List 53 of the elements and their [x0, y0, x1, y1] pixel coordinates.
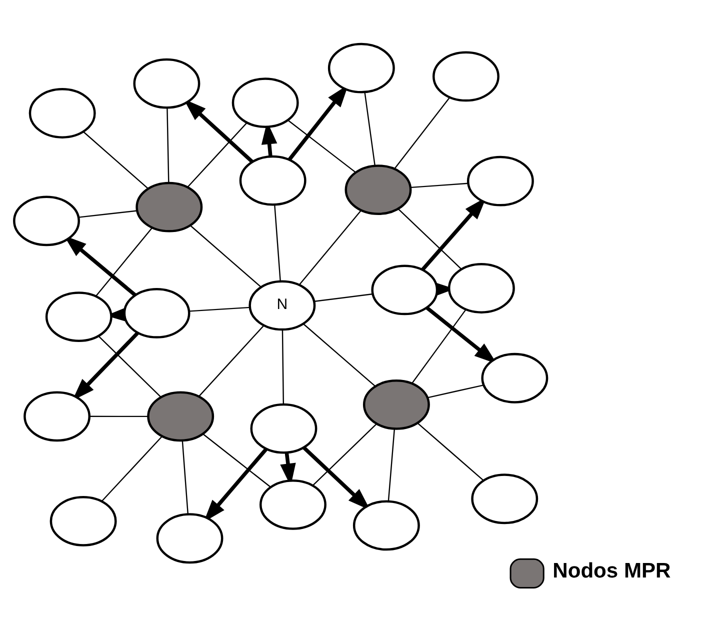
node-ellipse [133, 58, 200, 109]
arrow [184, 99, 254, 164]
connector [187, 122, 248, 188]
connector [274, 204, 281, 282]
connector [417, 422, 484, 481]
node-ellipse [232, 78, 299, 128]
node-ellipse [481, 352, 548, 404]
connector [90, 416, 148, 418]
node-ellipse [328, 42, 395, 94]
connector [83, 131, 148, 189]
node-ellipse [362, 379, 430, 430]
node-ellipse [13, 196, 80, 246]
connector [364, 92, 376, 166]
connector [288, 120, 356, 173]
connector [198, 325, 264, 397]
connector [282, 330, 284, 404]
connector [102, 436, 162, 502]
node-ellipse [260, 479, 326, 530]
node-ellipse: N [248, 280, 316, 331]
connector [166, 108, 170, 183]
node-ellipse [239, 155, 306, 206]
connector [410, 182, 468, 188]
connector [303, 324, 376, 387]
node-ellipse [147, 391, 214, 442]
connector [412, 309, 466, 384]
node-ellipse [471, 474, 538, 524]
node-ellipse [24, 391, 91, 442]
node-ellipse [28, 88, 96, 138]
connector [202, 434, 272, 488]
connector [98, 336, 162, 398]
node-ellipse [432, 51, 500, 102]
connector [189, 306, 250, 312]
node-ellipse [136, 182, 203, 232]
node-ellipse [448, 263, 515, 314]
node-ellipse [156, 513, 224, 564]
node-ellipse [466, 156, 534, 206]
node-ellipse [344, 164, 412, 215]
connector [427, 384, 484, 398]
node-ellipse [50, 496, 117, 546]
connector [298, 210, 362, 286]
connector [95, 227, 153, 297]
connector [190, 225, 262, 288]
connector [182, 440, 189, 514]
node-ellipse [250, 403, 318, 454]
connector [388, 429, 396, 502]
connector [314, 293, 373, 302]
connector [78, 210, 137, 218]
node-ellipse [45, 292, 112, 342]
connector [312, 424, 377, 486]
node-ellipse [352, 500, 420, 551]
connector [398, 208, 462, 270]
legend-label: Nodos MPR [552, 559, 671, 582]
connector [394, 97, 450, 169]
